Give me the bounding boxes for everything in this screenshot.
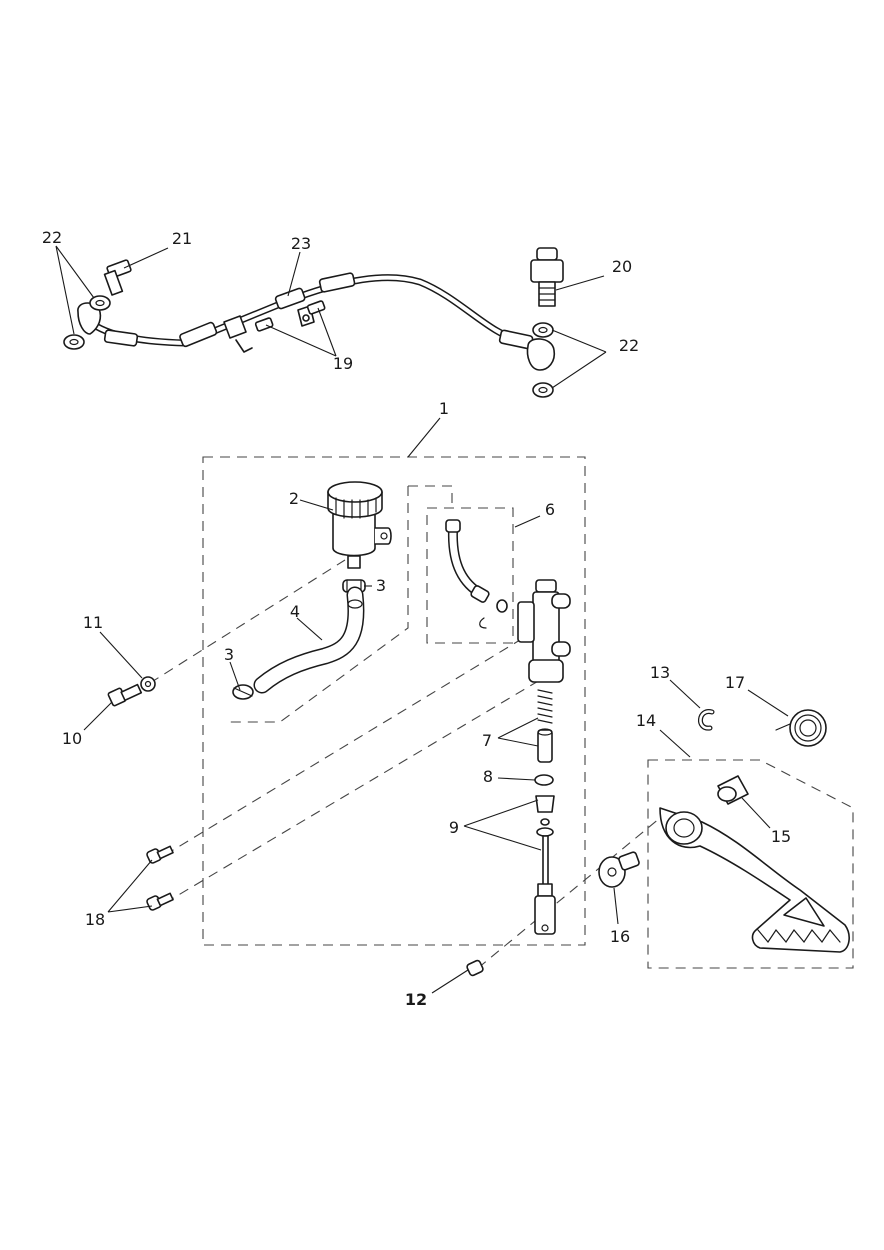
pipe-kit-box [426,507,514,644]
callout-8: 8 [483,767,493,786]
callout-14: 14 [636,711,656,730]
callout-4: 4 [290,602,300,621]
callout-22-left: 22 [42,228,62,247]
callout-15: 15 [771,827,791,846]
align-line-bolt-12 [477,817,661,969]
reservoir-subassembly-outline [225,485,453,723]
brake-hose [77,272,534,353]
callout-3-clip-upper: 3 [376,576,386,595]
callout-19: 19 [333,354,353,373]
pipe-6 [445,519,508,629]
return-spring-17 [775,709,827,747]
callout-22-right: 22 [619,336,639,355]
pin-12 [466,959,484,977]
callout-10: 10 [62,729,82,748]
callout-labels: 1 2 3 3 4 6 7 8 9 10 11 12 13 14 15 16 1… [42,228,791,1009]
callout-6: 6 [545,500,555,519]
callout-17: 17 [725,673,745,692]
bushing-15 [717,775,749,805]
bolts-18 [146,845,174,911]
reservoir-hose-4 [253,586,365,694]
leader-lines [55,245,789,994]
callout-3-clip-lower: 3 [224,645,234,664]
sealing-washers-22-right [526,322,556,398]
bolt-10-washer-11 [107,676,156,707]
callout-12: 12 [405,990,427,1009]
callout-18: 18 [85,910,105,929]
callout-1: 1 [439,399,449,418]
callout-9: 9 [449,818,459,837]
sealing-washers-22-left [63,295,111,350]
callout-23: 23 [291,234,311,253]
brake-pedal-14 [659,807,850,953]
callout-2: 2 [289,489,299,508]
circlip-8 [534,774,554,786]
align-line-bolt-18a [164,639,521,856]
callout-11: 11 [83,613,103,632]
callout-13: 13 [650,663,670,682]
assembly-outlines [149,456,854,969]
callout-20: 20 [612,257,632,276]
callout-21: 21 [172,229,192,248]
screws-19 [254,300,326,332]
circlip-13 [698,709,715,731]
align-line-bolt-18b [164,679,541,904]
callout-7: 7 [482,731,492,750]
master-cylinder-assembly-box [202,456,586,946]
align-line-bolt-10 [149,559,346,684]
master-cylinder [517,579,571,683]
pivot-bolt-16 [598,851,640,888]
brake-light-switch-20 [530,247,564,307]
banjo-bolt-21 [103,259,132,296]
callout-16: 16 [610,927,630,946]
reservoir-2 [327,481,392,569]
piston-kit-7 [537,689,553,763]
pushrod-9 [534,795,556,935]
pedal-assembly-box [647,759,854,969]
